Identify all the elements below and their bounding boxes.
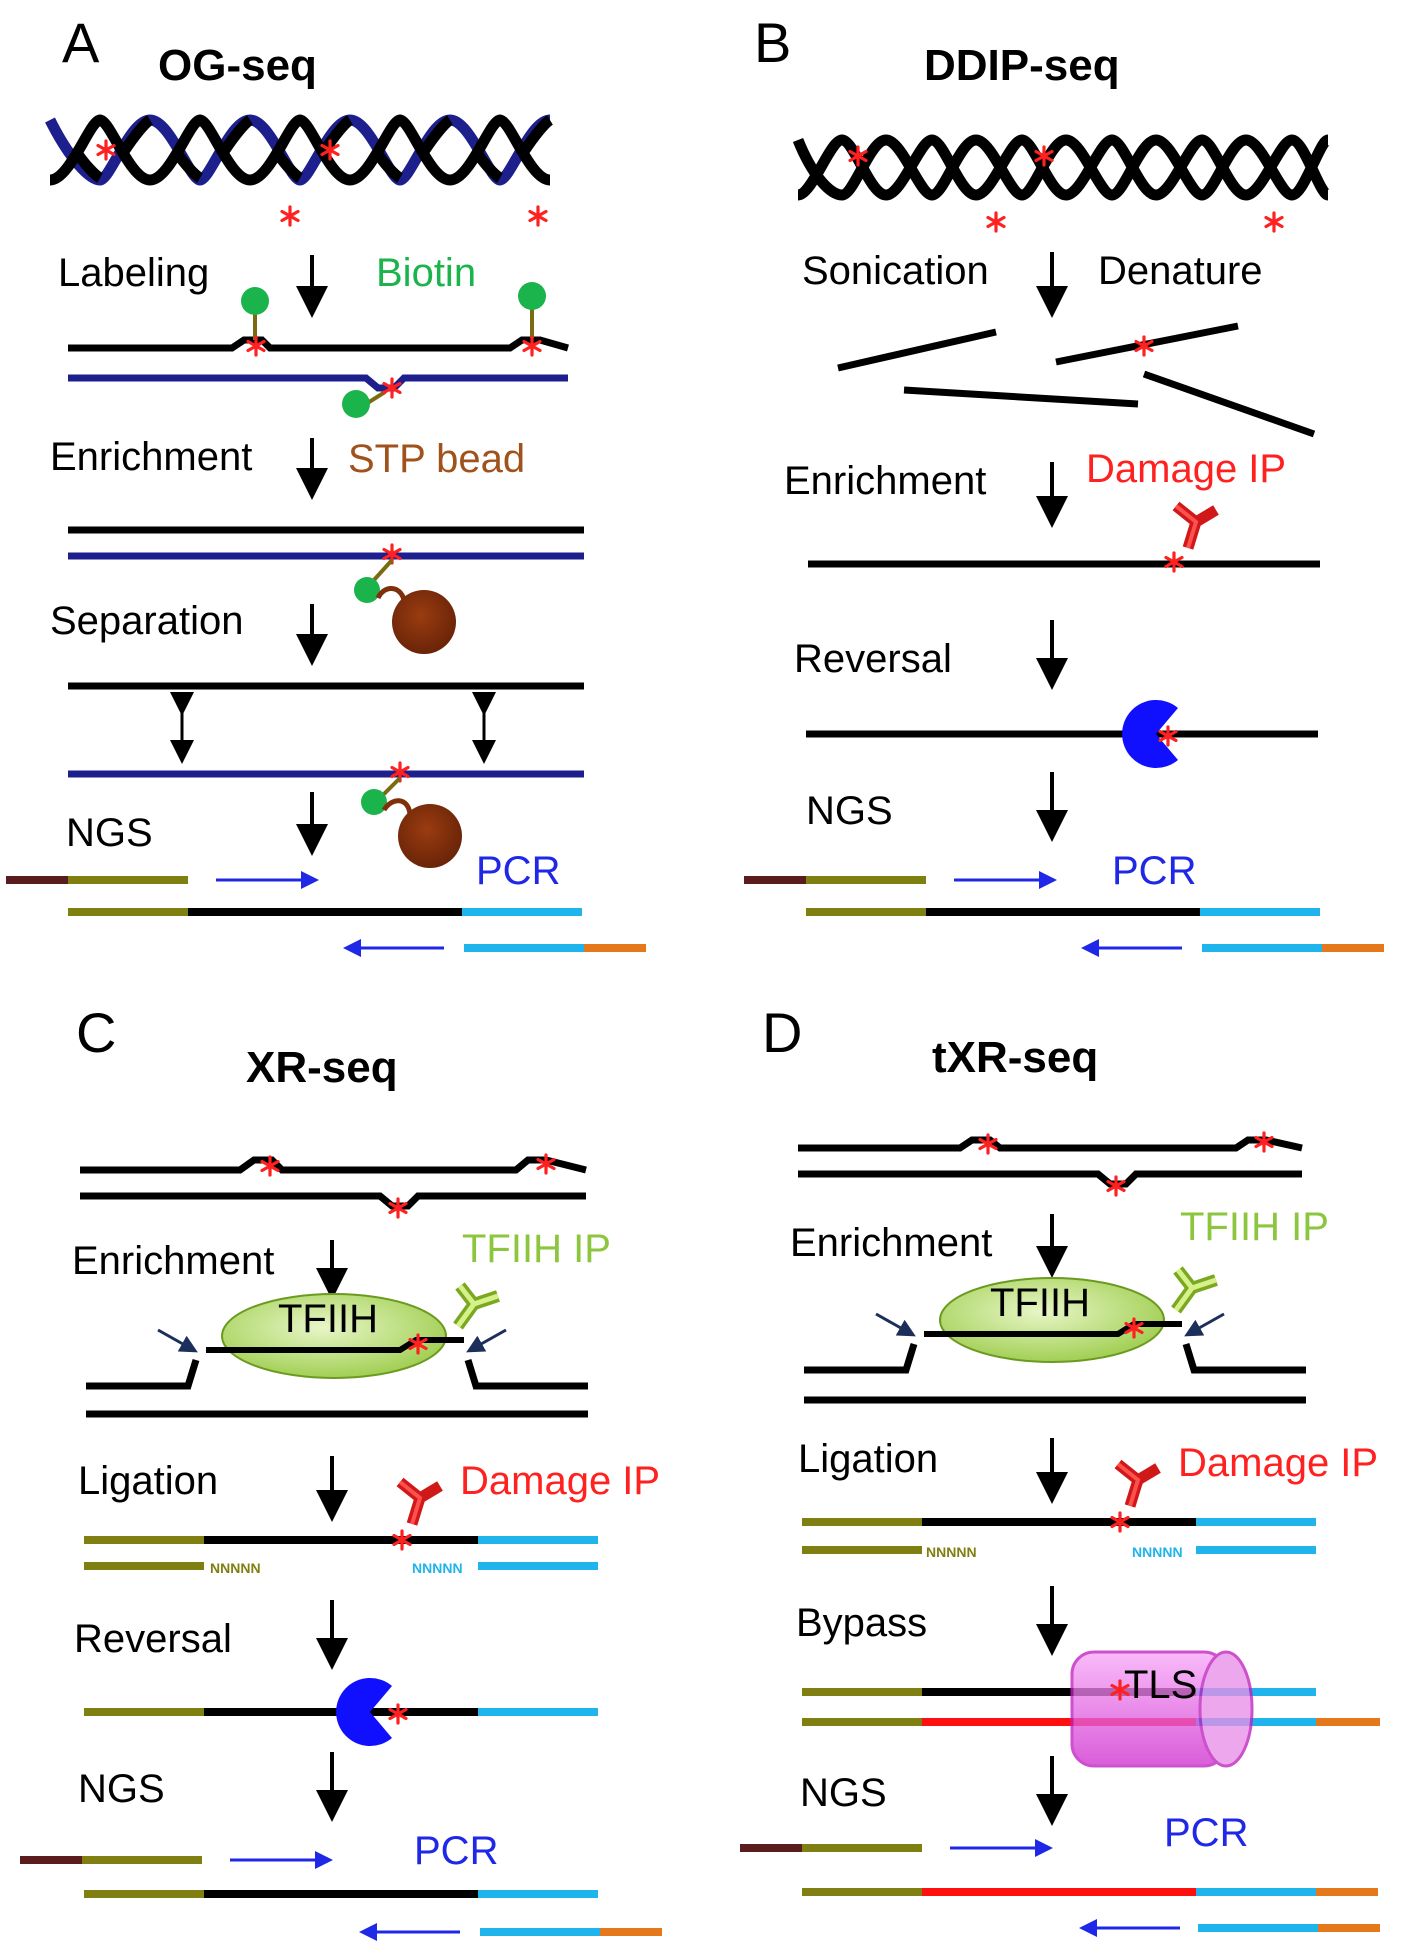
tfiih-label: TFIIH [990,1281,1090,1325]
step-label-ngs: NGS [800,1771,887,1815]
biotin-label: Biotin [376,251,476,295]
biotin-icon [342,390,387,418]
damage-star-icon [986,211,1006,233]
dna-strand-bottom [68,374,568,392]
tfiih-complex-icon [924,1277,1182,1363]
panel-letter: D [762,1001,802,1064]
damage-ip-label: Damage IP [1086,447,1286,491]
antibody-icon [1172,501,1219,550]
step-label-separation: Separation [50,599,243,643]
antibody-icon [453,1282,500,1330]
dna-double-helix [45,114,554,186]
step-label-ngs: NGS [66,811,153,855]
step-label-ngs: NGS [806,789,893,833]
pcr-label: PCR [476,849,560,893]
nnnnn-label: NNNNN [926,1544,977,1560]
panel-letter: B [754,11,791,74]
step-label-reversal: Reversal [794,637,952,681]
panel-d: D tXR-seq Enrichment TFIIH IP TFIIH Liga… [740,1001,1380,1937]
step-label-labeling: Labeling [58,251,209,295]
stp-bead-icon [354,558,456,654]
dna-strand-top [80,1156,587,1174]
panel-title: tXR-seq [932,1033,1098,1082]
incision-arrow-icon [875,1312,916,1337]
stp-bead-label: STP bead [348,437,525,481]
damage-star-icon [528,205,548,227]
step-label-enrichment: Enrichment [72,1239,274,1283]
stp-bead-icon [361,776,462,868]
dna-strand-top [86,1358,200,1390]
panel-title: XR-seq [246,1043,398,1092]
biotin-icon [241,287,269,340]
damage-star-icon [280,205,300,227]
photolyase-icon [1122,700,1178,769]
panel-a: A OG-seq Labeling Biotin Enrichment STP … [6,11,646,957]
panel-title: DDIP-seq [924,41,1120,90]
dna-strand-bottom [80,1192,586,1210]
damage-ip-label: Damage IP [460,1459,660,1503]
panel-letter: C [76,1001,116,1064]
dna-strand-top [464,1358,588,1390]
step-label-reversal: Reversal [74,1617,232,1661]
damage-star-icon [1264,211,1284,233]
dna-strand-top [798,1136,1303,1152]
nnnnn-label: NNNNN [210,1560,261,1576]
antibody-icon [396,1477,443,1526]
nnnnn-label: NNNNN [412,1560,463,1576]
dna-strand-top [804,1342,918,1374]
step-label-ligation: Ligation [798,1437,938,1481]
tfiih-label: TFIIH [278,1297,378,1341]
step-label-bypass: Bypass [796,1601,927,1645]
biotin-icon [518,282,546,338]
dna-strand-bottom [798,1170,1302,1188]
tfiih-complex-icon [206,1293,464,1379]
panel-b: B DDIP-seq Sonication Denature Enrichmen… [744,11,1384,957]
pcr-label: PCR [1112,849,1196,893]
tfiih-ip-label: TFIIH IP [1180,1205,1329,1249]
tls-label: TLS [1124,1663,1197,1707]
incision-arrow-icon [1184,1312,1225,1337]
tls-polymerase-icon [1070,1650,1254,1768]
step-label-enrichment: Enrichment [790,1221,992,1265]
step-label-denature: Denature [1098,249,1263,293]
panel-c: C XR-seq Enrichment TFIIH IP TFIIH Ligat… [20,1001,662,1941]
antibody-icon [1171,1266,1218,1314]
step-label-ngs: NGS [78,1767,165,1811]
incision-arrow-icon [466,1328,507,1353]
step-label-enrichment: Enrichment [784,459,986,503]
antibody-icon [1114,1459,1161,1508]
damage-ip-label: Damage IP [1178,1441,1378,1485]
tfiih-ip-label: TFIIH IP [462,1227,611,1271]
panel-letter: A [62,11,100,74]
step-label-sonication: Sonication [802,249,989,293]
incision-arrow-icon [157,1328,198,1353]
photolyase-icon [336,1678,392,1746]
step-label-enrichment: Enrichment [50,435,252,479]
pcr-label: PCR [1164,1811,1248,1855]
dna-strand-top [1182,1342,1306,1374]
step-label-ligation: Ligation [78,1459,218,1503]
dna-strand-top [68,336,569,352]
panel-title: OG-seq [158,41,317,90]
nnnnn-label: NNNNN [1132,1544,1183,1560]
dna-fragments [837,322,1316,438]
dna-double-helix [792,134,1331,201]
pcr-label: PCR [414,1829,498,1873]
